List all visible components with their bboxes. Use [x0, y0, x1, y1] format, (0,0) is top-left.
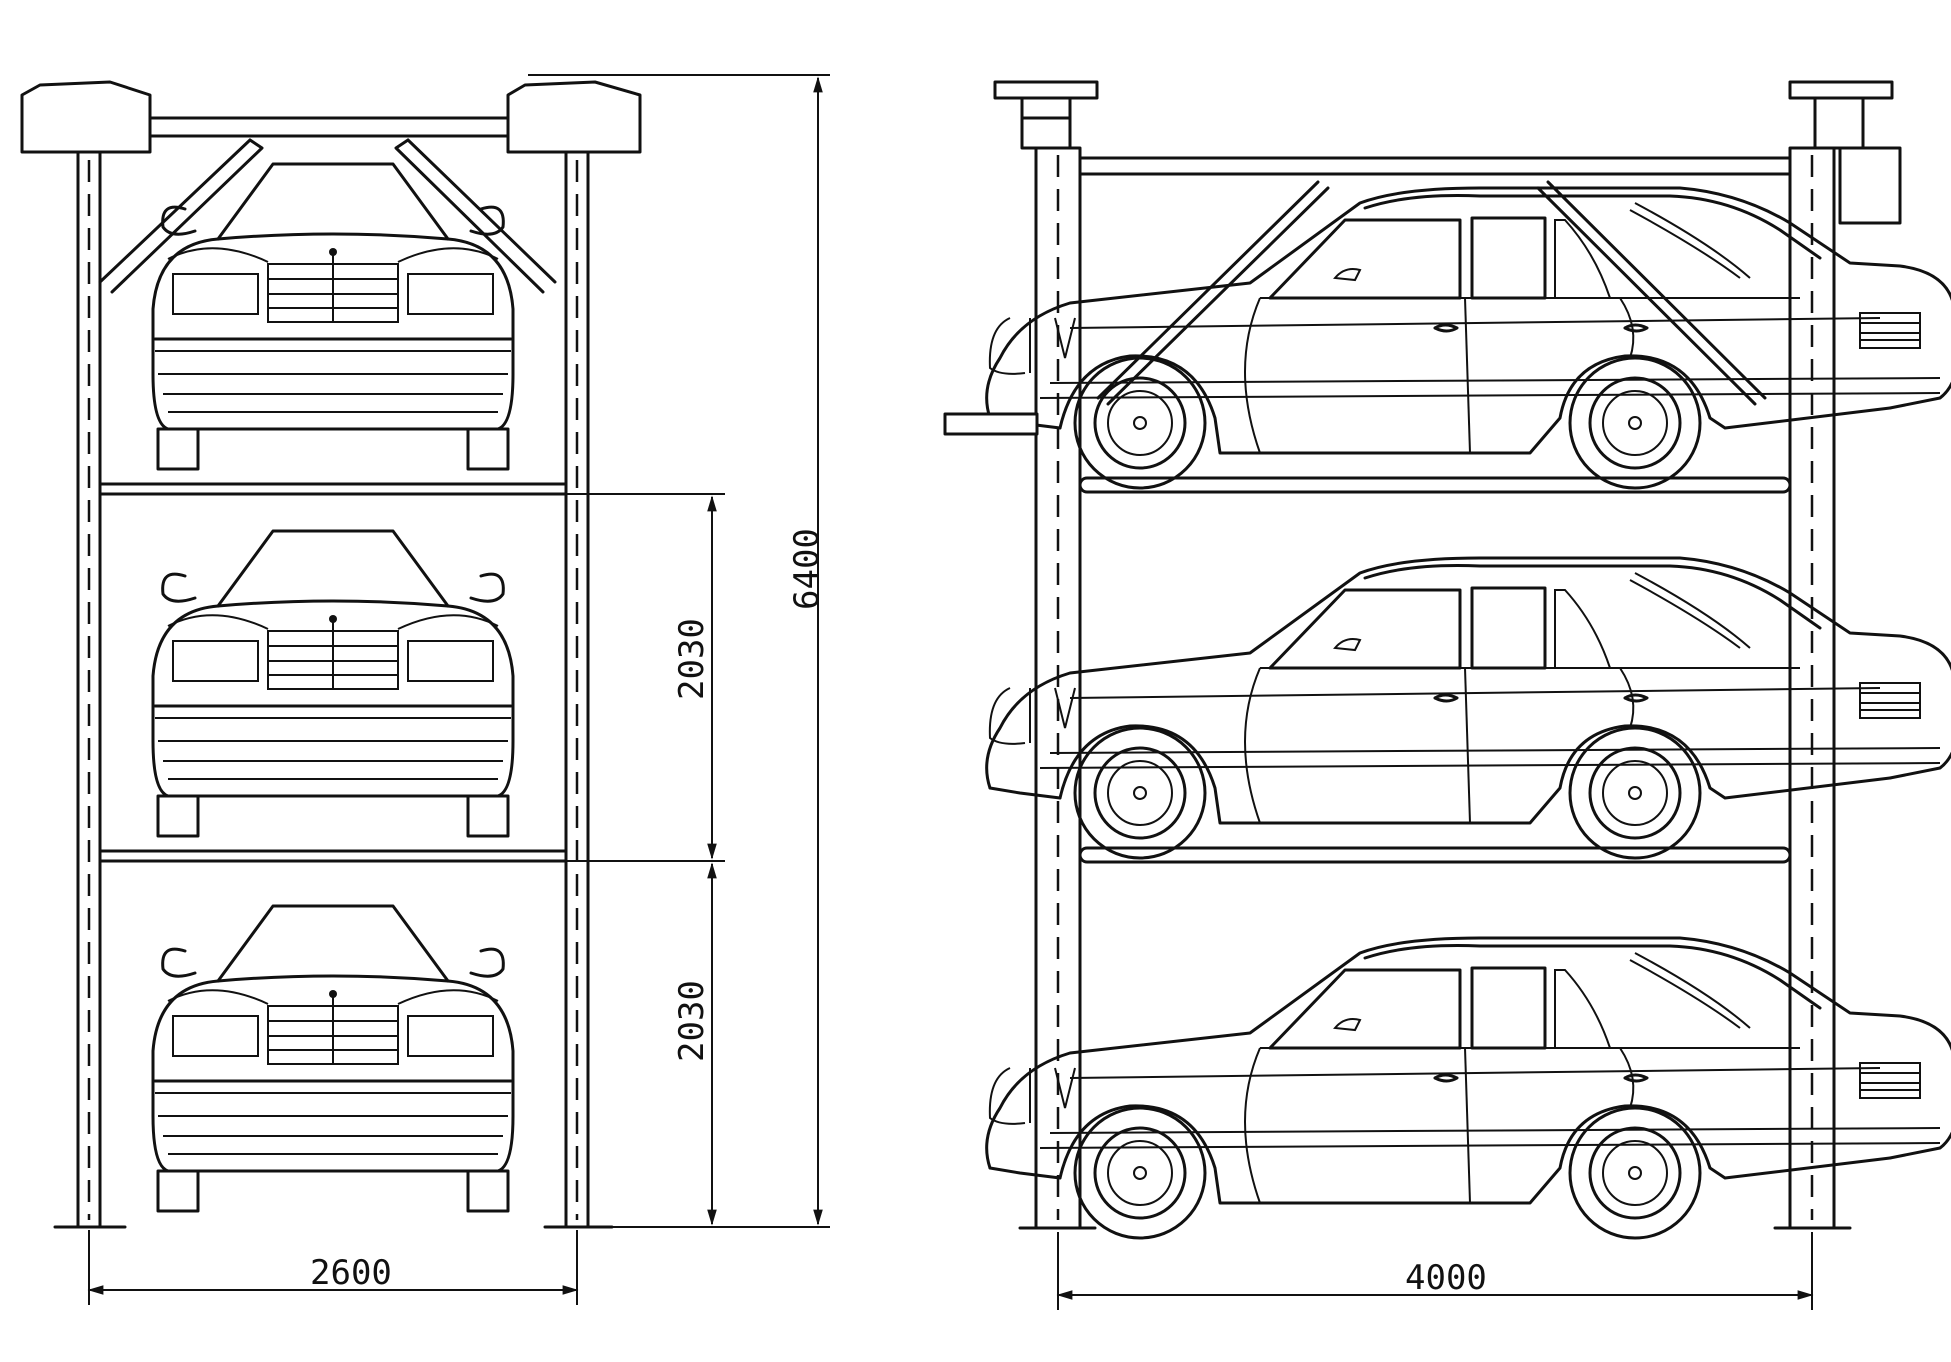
front-platform-top	[98, 482, 568, 496]
side-platform-middle	[1078, 846, 1792, 864]
front-view	[20, 80, 642, 1229]
side-car-top	[985, 186, 1951, 490]
dim-total-height: 6400	[787, 528, 827, 610]
front-platform-middle	[98, 849, 568, 863]
dimensions: 2600 4000 6400 2030 2030	[87, 74, 1814, 1310]
side-car-bottom	[985, 936, 1951, 1240]
front-car-middle	[151, 529, 515, 838]
front-crossbeam	[148, 116, 510, 138]
side-car-middle	[985, 556, 1951, 860]
side-top-beam	[1078, 156, 1792, 176]
front-right-head	[506, 80, 642, 154]
front-left-head	[20, 80, 152, 154]
dim-level-spacing-lower: 2030	[672, 980, 712, 1062]
side-platform-top	[1078, 476, 1792, 494]
dim-side-length: 4000	[1405, 1258, 1487, 1298]
side-view	[943, 80, 1951, 1240]
front-car-bottom	[151, 904, 515, 1213]
dim-level-spacing-upper: 2030	[672, 618, 712, 700]
dim-front-width: 2600	[310, 1253, 392, 1293]
